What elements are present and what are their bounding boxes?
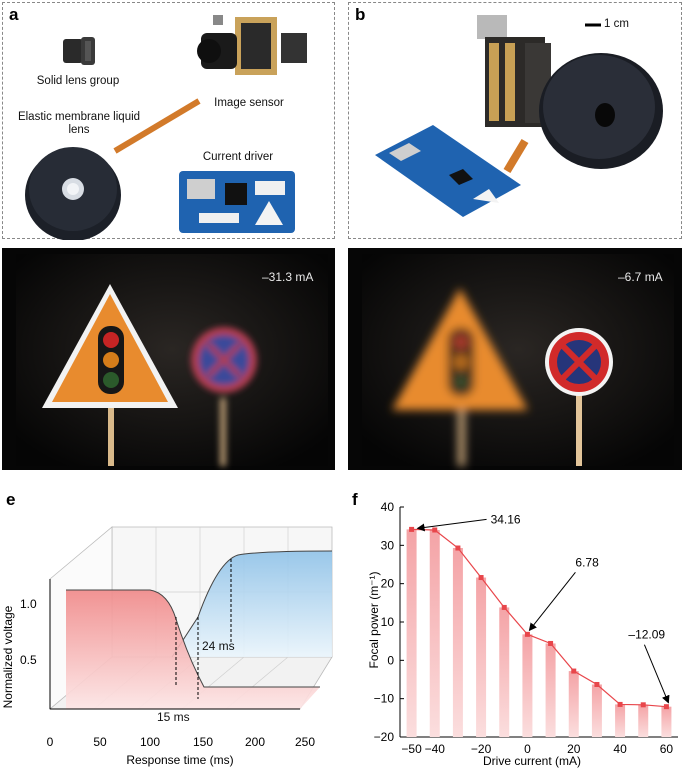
e-ytick-1: 1.0	[20, 597, 37, 611]
f-xtick-label: −40	[425, 742, 446, 756]
current-driver-image	[179, 171, 295, 233]
driver-board-image	[375, 125, 521, 217]
e-xtick: 200	[245, 735, 265, 749]
f-annotation-label: –12.09	[628, 628, 665, 642]
ribbon-cable	[113, 98, 201, 154]
panel-d-current: –6.7 mA	[618, 270, 663, 284]
f-annotation-arrow	[416, 518, 487, 532]
e-annot-24ms: 24 ms	[202, 639, 235, 653]
f-ytick-label: 10	[381, 615, 395, 629]
panel-b: b 1 cm	[348, 2, 682, 239]
assembled-module-image	[477, 15, 663, 174]
f-bar	[452, 548, 463, 737]
f-ylabel: Focal power (m⁻¹)	[367, 571, 381, 668]
traffic-light-sign-blurred	[392, 288, 528, 466]
f-annotation-arrow	[528, 572, 576, 632]
elastic-lens-image	[25, 147, 121, 240]
f-series-line	[411, 528, 667, 708]
f-ytick-label: 40	[381, 500, 395, 514]
panel-f-chart: Focal power (m⁻¹) Drive current (mA) −20…	[367, 500, 678, 768]
e-xtick: 250	[295, 735, 315, 749]
f-point	[548, 640, 554, 646]
e-xticks: 0 50 100 150 200 250	[47, 735, 316, 749]
f-point	[409, 526, 415, 532]
e-ytick-05: 0.5	[20, 653, 37, 667]
e-annot-15ms: 15 ms	[157, 710, 190, 724]
panel-c-photo: –31.3 mA	[2, 248, 335, 470]
e-time-markers	[175, 559, 232, 699]
panel-d-photo: –6.7 mA	[348, 248, 682, 470]
f-point	[455, 545, 461, 551]
f-bar	[522, 634, 533, 737]
f-point	[501, 604, 507, 610]
e-red-trace-fill	[66, 590, 320, 709]
f-point	[640, 702, 646, 708]
panel-e-label: e	[6, 490, 16, 509]
e-xlabel: Response time (ms)	[126, 753, 233, 767]
f-bar	[429, 530, 440, 737]
f-point	[617, 701, 623, 707]
f-xtick-label: 20	[567, 742, 581, 756]
e-xtick: 100	[140, 735, 160, 749]
f-point	[594, 681, 600, 687]
panel-e-chart: 24 ms 15 ms 1.0 0.5 0 50 100 150 200 250…	[1, 526, 333, 767]
f-bar	[591, 684, 602, 737]
e-xtick: 50	[93, 735, 107, 749]
f-bar	[476, 577, 487, 737]
e-xtick: 150	[193, 735, 213, 749]
f-annotation-label: 34.16	[491, 512, 521, 526]
f-ytick-label: −20	[374, 730, 395, 744]
scale-label: 1 cm	[604, 18, 629, 30]
panel-c-current: –31.3 mA	[262, 270, 314, 284]
f-point	[432, 527, 438, 533]
panel-b-photo	[375, 15, 663, 217]
panel-a-photo	[25, 15, 307, 240]
e-ylabel: Normalized voltage	[1, 605, 15, 708]
f-xtick-label: −50	[401, 742, 422, 756]
solid-lens-image	[63, 37, 95, 65]
no-stopping-sign-blurred	[191, 327, 257, 466]
f-xtick-label: 0	[524, 742, 531, 756]
no-stopping-sign-sharp	[545, 328, 613, 466]
f-point	[524, 631, 530, 637]
e-xtick: 0	[47, 735, 54, 749]
f-bar	[568, 671, 579, 737]
caption-image-sensor: Image sensor	[214, 97, 284, 109]
f-bar	[615, 704, 626, 737]
f-bar	[661, 706, 672, 737]
f-bar	[638, 704, 649, 737]
caption-elastic-lens: Elastic membrane liquid lens	[17, 111, 141, 136]
panel-b-label: b	[355, 5, 366, 24]
f-xlabel: Drive current (mA)	[483, 754, 581, 768]
f-annotation-label: 6.78	[575, 555, 599, 569]
panel-f-label: f	[352, 490, 358, 509]
image-sensor-image	[197, 15, 307, 75]
f-point	[478, 575, 484, 581]
f-ytick-label: −10	[374, 692, 395, 706]
f-bar	[499, 607, 510, 737]
f-ytick-label: 0	[387, 653, 394, 667]
f-annotation-arrow	[643, 644, 670, 704]
f-xtick-label: −20	[471, 742, 492, 756]
traffic-light-sign-sharp	[42, 284, 178, 466]
f-xtick-label: 60	[660, 742, 674, 756]
f-point	[571, 668, 577, 674]
f-ytick-label: 20	[381, 577, 395, 591]
f-xtick-label: 40	[613, 742, 627, 756]
panel-a: a	[2, 2, 335, 240]
f-ytick-label: 30	[381, 538, 395, 552]
caption-current-driver: Current driver	[202, 151, 274, 163]
panel-a-label: a	[9, 5, 19, 24]
f-bar	[545, 643, 556, 737]
f-bar	[406, 529, 417, 737]
e-blue-trace-fill	[172, 551, 332, 657]
caption-solid-lens: Solid lens group	[36, 75, 120, 87]
e-blue-trace	[171, 550, 333, 658]
f-point	[663, 704, 669, 710]
